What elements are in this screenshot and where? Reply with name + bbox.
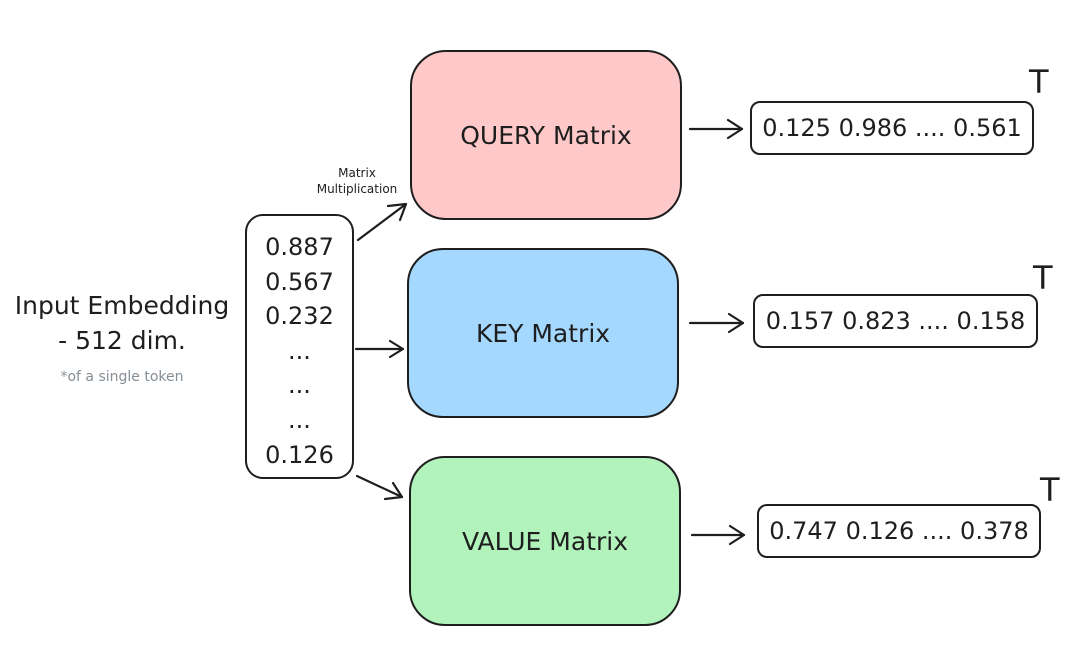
- value-matrix: VALUE Matrix: [409, 456, 681, 626]
- vector-entry: 0.232: [265, 302, 334, 331]
- query-matrix-label: QUERY Matrix: [460, 120, 632, 150]
- key-output-vector: 0.157 0.823 .... 0.158: [753, 294, 1038, 348]
- single-token-note: *of a single token: [60, 369, 184, 385]
- query-matrix: QUERY Matrix: [410, 50, 682, 220]
- arrow-key-output-icon: [688, 312, 745, 334]
- query-output-values: 0.125 0.986 .... 0.561: [762, 114, 1022, 142]
- key-matrix: KEY Matrix: [407, 248, 679, 418]
- input-embedding-dim: - 512 dim.: [58, 326, 186, 355]
- key-transpose-mark: T: [1033, 259, 1053, 297]
- value-matrix-label: VALUE Matrix: [461, 526, 629, 556]
- query-output-vector: 0.125 0.986 .... 0.561: [750, 101, 1034, 155]
- vector-entry: 0.887: [265, 233, 334, 261]
- value-output-vector: 0.747 0.126 .... 0.378: [757, 504, 1041, 558]
- arrow-to-value-icon: [355, 474, 404, 501]
- arrow-value-output-icon: [690, 524, 746, 546]
- query-transpose-mark: T: [1029, 63, 1049, 101]
- vector-entry: 0.567: [265, 267, 334, 296]
- matrix-multiplication-label: Matrix Multiplication: [308, 165, 406, 197]
- input-embedding-label: Input Embedding - 512 dim.: [0, 288, 244, 358]
- operation-line1: Matrix: [338, 166, 376, 180]
- value-output-values: 0.747 0.126 .... 0.378: [769, 517, 1029, 545]
- value-transpose-mark: T: [1040, 471, 1060, 509]
- operation-line2: Multiplication: [316, 182, 398, 196]
- vector-entry: 0.126: [265, 440, 334, 469]
- arrow-query-output-icon: [688, 118, 744, 140]
- arrow-to-key-icon: [354, 339, 405, 359]
- input-embedding-title: Input Embedding: [14, 291, 230, 320]
- vector-entry: ...: [288, 336, 311, 365]
- vector-entry: ...: [288, 405, 311, 434]
- embedding-vector: 0.887 0.567 0.232 ... ... ... 0.126: [245, 214, 354, 479]
- key-matrix-label: KEY Matrix: [475, 318, 611, 348]
- key-output-values: 0.157 0.823 .... 0.158: [765, 307, 1026, 335]
- arrow-to-query-icon: [356, 202, 408, 242]
- vector-entry: ...: [288, 371, 311, 400]
